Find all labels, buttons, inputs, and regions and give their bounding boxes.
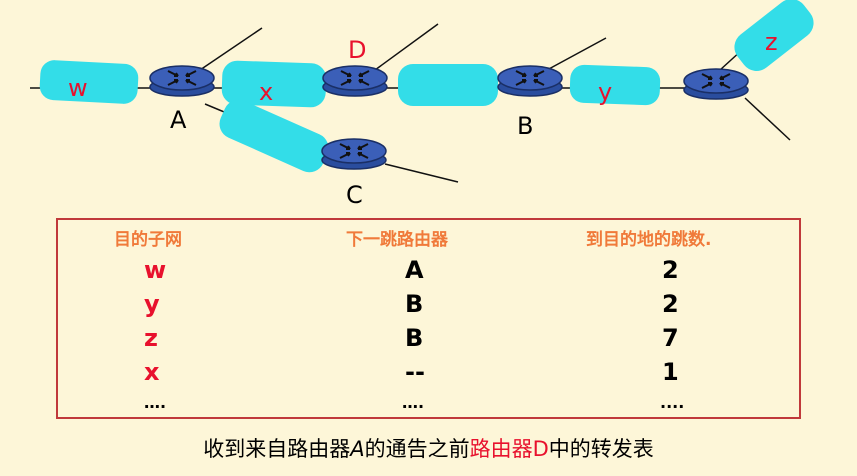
- header-hop-count: 到目的地的跳数.: [586, 230, 712, 250]
- header-next-router: 下一跳路由器: [346, 230, 448, 250]
- subnet-cloud-y: [569, 64, 661, 106]
- caption: 收到来自路由器A的通告之前路由器D中的转发表: [0, 436, 857, 462]
- router-label-a: A: [170, 106, 187, 134]
- row-dest: ….: [144, 393, 167, 412]
- link: [546, 37, 607, 71]
- subnet-cloud-d: [398, 64, 498, 106]
- router-icon: [149, 65, 215, 97]
- router-icon: [321, 138, 387, 170]
- link: [374, 23, 439, 71]
- row-hops: 1: [662, 358, 679, 386]
- subnet-cloud-z: [734, 0, 814, 71]
- subnet-label-w: w: [68, 74, 88, 102]
- caption-highlight: 路由器D: [469, 437, 549, 461]
- row-hops: 2: [662, 256, 679, 284]
- subnet-clouds: [39, 0, 814, 173]
- header-dest-subnet: 目的子网: [114, 230, 182, 250]
- caption-part: A: [350, 437, 365, 461]
- subnet-cloud-c: [219, 99, 329, 173]
- caption-part: 收到来自路由器: [203, 437, 351, 461]
- row-next: A: [405, 256, 424, 284]
- row-dest: x: [144, 358, 160, 386]
- row-next: --: [405, 358, 425, 386]
- row-dest: y: [144, 290, 160, 318]
- caption-part: 中的转发表: [548, 437, 654, 461]
- router-icon: [322, 65, 388, 97]
- link: [199, 27, 263, 71]
- router-label-d: D: [348, 36, 367, 64]
- row-next: B: [405, 324, 424, 352]
- router-icon: [497, 65, 563, 97]
- row-dest: w: [144, 256, 167, 284]
- link: [744, 97, 791, 141]
- caption-part: 的通告之前: [364, 437, 470, 461]
- row-next: B: [405, 290, 424, 318]
- row-hops: 7: [662, 324, 679, 352]
- row-next: ….: [402, 393, 425, 412]
- link: [384, 163, 459, 183]
- subnet-label-z: z: [765, 28, 778, 56]
- forwarding-table: 目的子网 下一跳路由器 到目的地的跳数. w A 2 y B 2 z B 7 x…: [56, 218, 801, 419]
- router-label-c: C: [346, 181, 363, 209]
- subnet-label-x: x: [259, 78, 274, 106]
- router-icon: [683, 68, 749, 100]
- subnet-label-y: y: [598, 78, 613, 106]
- row-dest: z: [144, 324, 158, 352]
- row-hops: 2: [662, 290, 679, 318]
- router-label-b: B: [517, 112, 534, 140]
- row-hops: ....: [660, 393, 685, 412]
- subnet-cloud-x: [221, 60, 327, 108]
- network-diagram: [30, 0, 814, 183]
- subnet-cloud-w: [39, 60, 139, 104]
